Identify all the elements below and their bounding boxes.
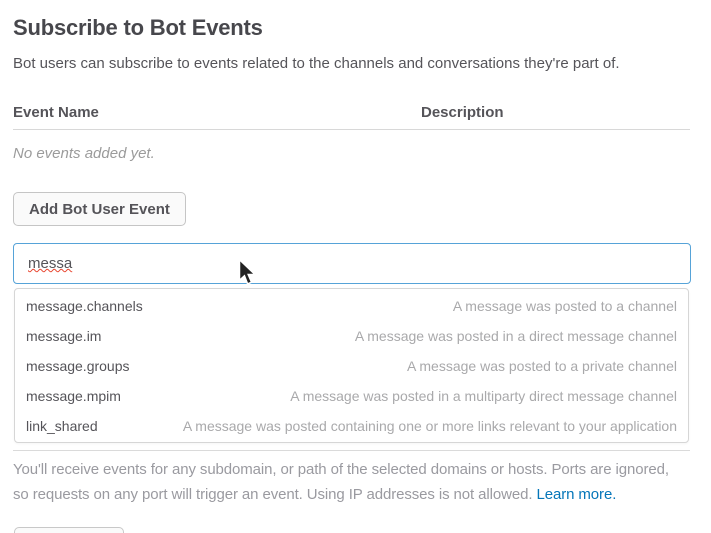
column-header-event-name: Event Name bbox=[13, 104, 99, 121]
suggestion-description: A message was posted in a multiparty dir… bbox=[290, 388, 677, 404]
suggestion-item-message-mpim[interactable]: message.mpim A message was posted in a m… bbox=[15, 381, 688, 411]
event-search-input[interactable] bbox=[13, 243, 691, 284]
suggestion-description: A message was posted in a direct message… bbox=[354, 328, 677, 344]
suggestion-name: message.im bbox=[26, 328, 102, 344]
event-suggestions-dropdown: message.channels A message was posted to… bbox=[14, 288, 689, 443]
footer-note-text: You'll receive events for any subdomain,… bbox=[13, 461, 669, 503]
suggestion-item-message-im[interactable]: message.im A message was posted in a dir… bbox=[15, 321, 688, 351]
table-header-divider bbox=[13, 129, 690, 130]
suggestion-item-link-shared[interactable]: link_shared A message was posted contain… bbox=[15, 411, 688, 441]
learn-more-link[interactable]: Learn more. bbox=[536, 486, 617, 503]
suggestion-description: A message was posted to a channel bbox=[452, 298, 677, 314]
add-bot-user-event-button[interactable]: Add Bot User Event bbox=[13, 192, 186, 226]
page-subtitle: Bot users can subscribe to events relate… bbox=[13, 55, 620, 72]
suggestion-name: message.channels bbox=[26, 298, 143, 314]
suggestion-name: link_shared bbox=[26, 418, 98, 434]
suggestion-description: A message was posted to a private channe… bbox=[406, 358, 677, 374]
suggestion-description: A message was posted containing one or m… bbox=[182, 418, 677, 434]
column-header-description: Description bbox=[421, 104, 504, 121]
footer-note: You'll receive events for any subdomain,… bbox=[13, 457, 685, 507]
suggestion-item-message-channels[interactable]: message.channels A message was posted to… bbox=[15, 291, 688, 321]
suggestion-name: message.groups bbox=[26, 358, 130, 374]
page-title: Subscribe to Bot Events bbox=[13, 15, 263, 40]
suggestion-name: message.mpim bbox=[26, 388, 121, 404]
suggestion-item-message-groups[interactable]: message.groups A message was posted to a… bbox=[15, 351, 688, 381]
section-divider bbox=[13, 450, 690, 451]
empty-events-message: No events added yet. bbox=[13, 145, 155, 162]
partial-bottom-button[interactable] bbox=[14, 527, 124, 533]
